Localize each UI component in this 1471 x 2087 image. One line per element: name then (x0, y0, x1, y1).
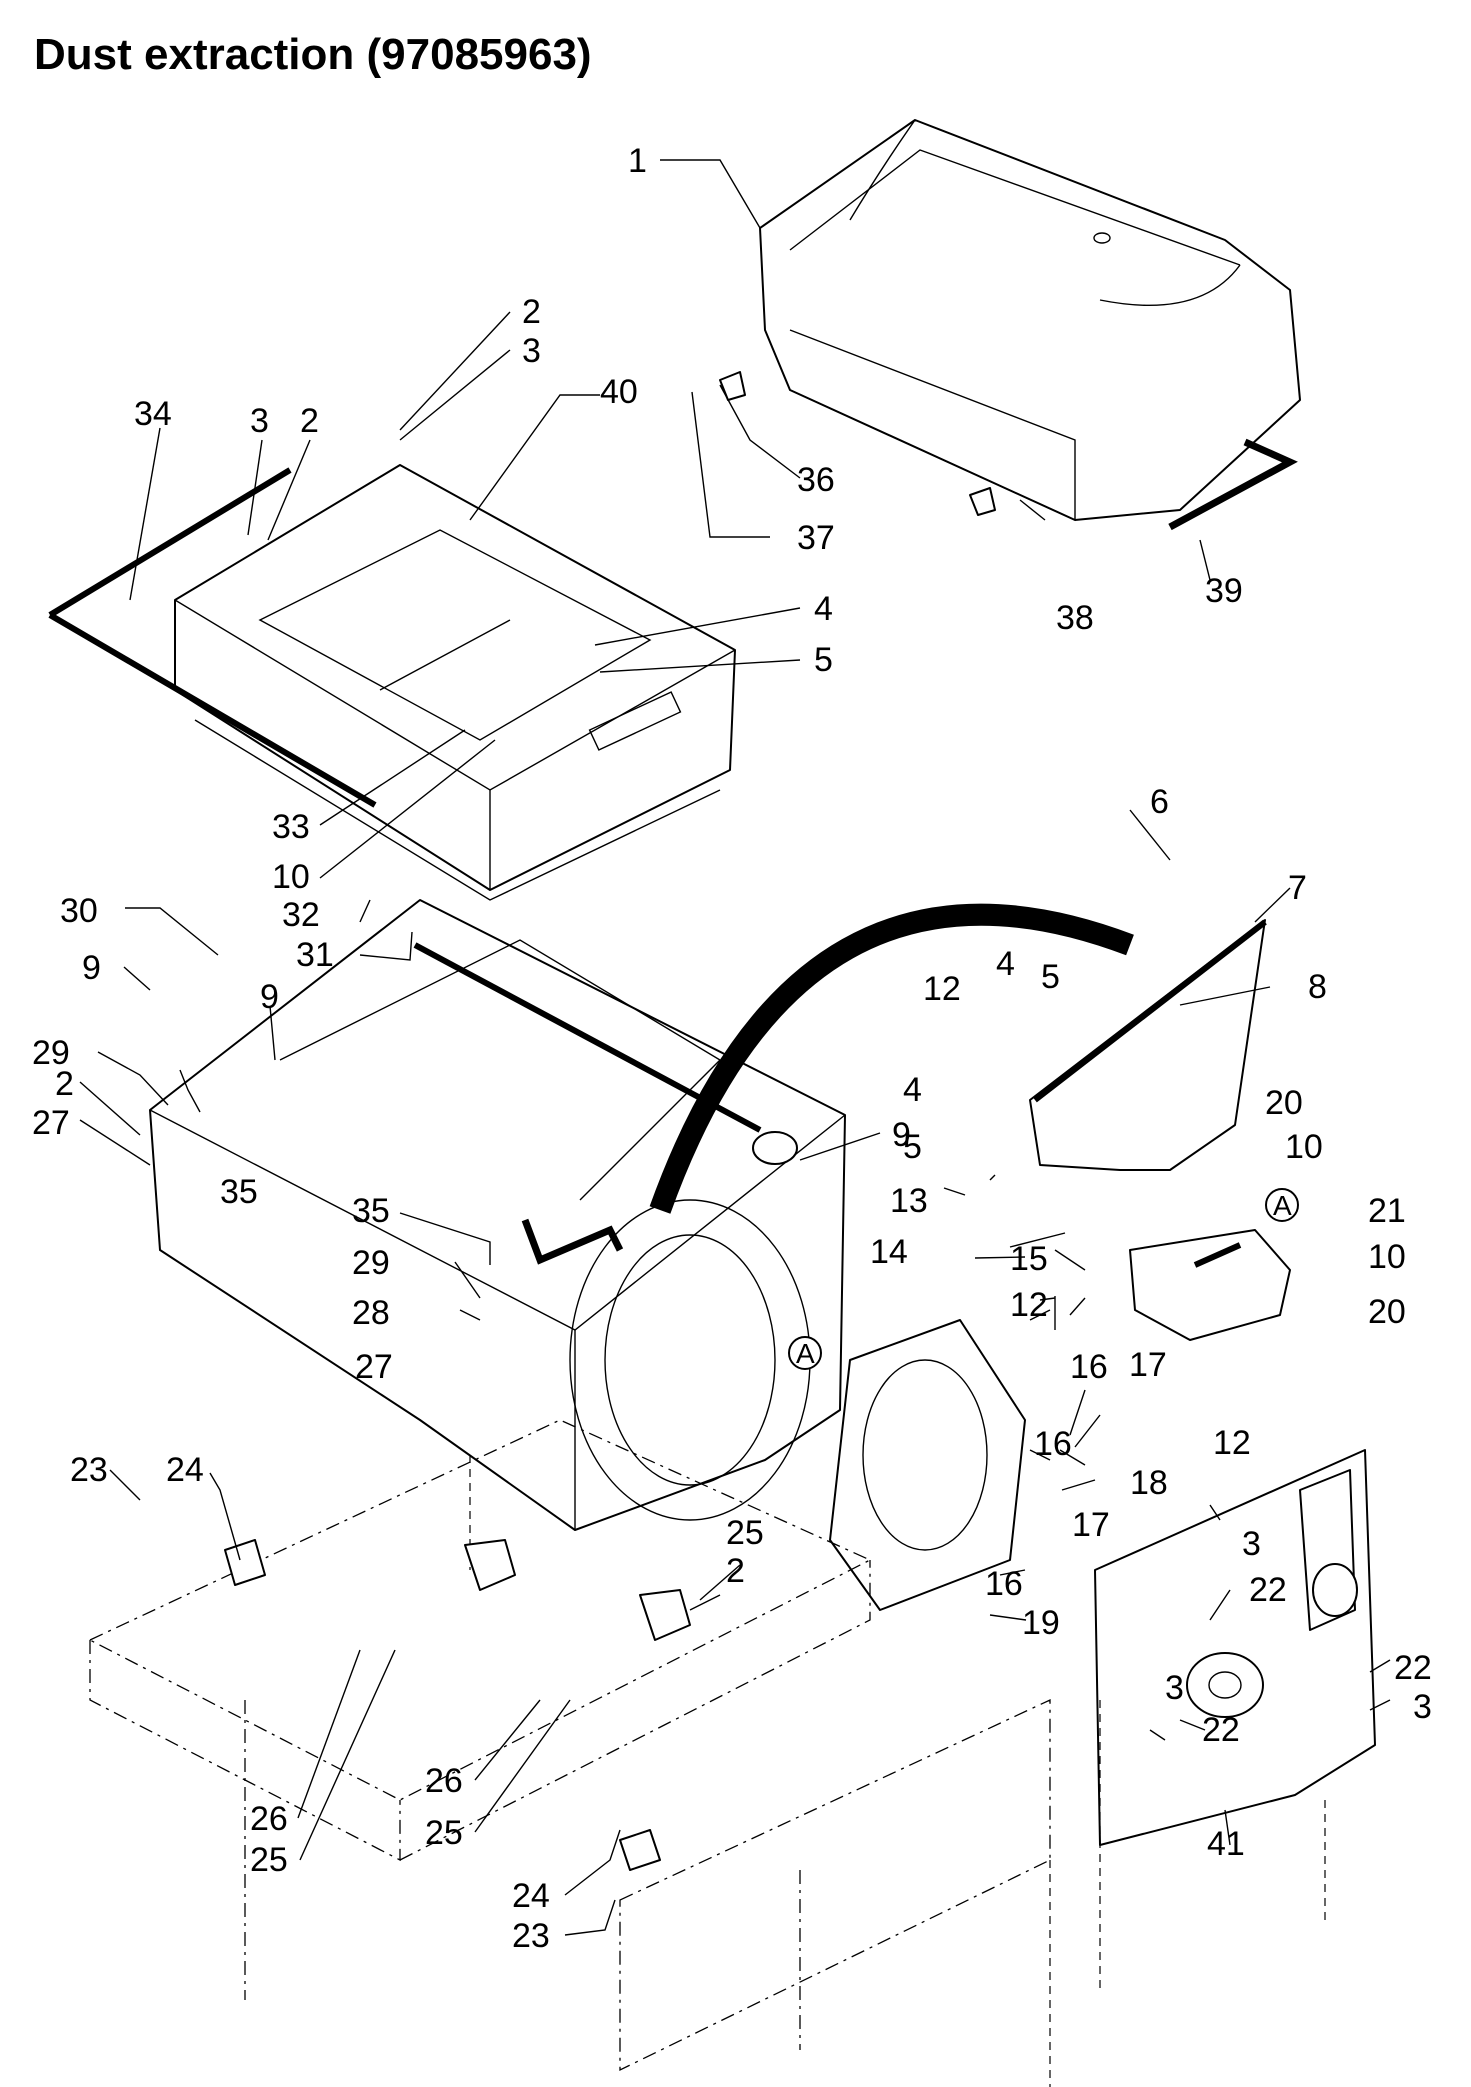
callout-label: 5 (814, 641, 833, 679)
flange-15-drawing (829, 1319, 1026, 1611)
callout-label: 22 (1249, 1571, 1287, 1609)
callout-label: 4 (814, 590, 833, 628)
callout-label: 3 (250, 402, 269, 440)
nut-25-drawing (464, 1539, 691, 1641)
upper-housing-drawing (48, 464, 736, 901)
section-marker-label: A (796, 1338, 815, 1369)
callout-label: 23 (512, 1917, 550, 1955)
callout-label: 5 (903, 1128, 922, 1166)
callout-label: 26 (425, 1762, 463, 1800)
section-marker-A: A (1265, 1188, 1299, 1222)
callout-label: 3 (1242, 1525, 1261, 1563)
callout-label: 22 (1202, 1711, 1240, 1749)
callout-label: 10 (1368, 1238, 1406, 1276)
callout-label: 41 (1207, 1825, 1245, 1863)
callout-label: 16 (985, 1565, 1023, 1603)
callout-label: 2 (726, 1552, 745, 1590)
leader-lines (79, 159, 1391, 1936)
callout-label: 12 (1010, 1286, 1048, 1324)
strip-39-drawing (1168, 438, 1298, 531)
guard-21-drawing (1129, 1229, 1291, 1341)
callout-label: 4 (903, 1071, 922, 1109)
callout-label: 10 (1285, 1128, 1323, 1166)
callout-label: 5 (1041, 958, 1060, 996)
callout-label: 8 (1308, 968, 1327, 1006)
callout-label: 24 (166, 1451, 204, 1489)
callout-label: 26 (250, 1800, 288, 1838)
callouts: 1 2 3 34 3 2 40 36 37 38 39 4 5 33 10 6 … (32, 142, 1432, 1955)
callout-label: 6 (1150, 783, 1169, 821)
callout-label: 27 (355, 1348, 393, 1386)
callout-label: 37 (797, 519, 835, 557)
callout-label: 24 (512, 1877, 550, 1915)
blower-housing-drawing (149, 899, 846, 1531)
callout-label: 35 (220, 1173, 258, 1211)
bracket-24-drawing (224, 1539, 661, 1871)
callout-label: 25 (250, 1841, 288, 1879)
callout-label: 32 (282, 896, 320, 934)
callout-label: 3 (1413, 1688, 1432, 1726)
dust-box-drawing (719, 119, 1301, 522)
callout-label: 4 (996, 945, 1015, 983)
callout-label: 19 (1022, 1604, 1060, 1642)
callout-label: 17 (1129, 1346, 1167, 1384)
callout-label: 7 (1288, 869, 1307, 907)
callout-label: 2 (300, 402, 319, 440)
callout-label: 9 (892, 1116, 911, 1154)
callout-label: 33 (272, 808, 310, 846)
callout-label: 34 (134, 395, 172, 433)
callout-label: 9 (260, 978, 279, 1016)
callout-label: 35 (352, 1192, 390, 1230)
callout-label: 17 (1072, 1506, 1110, 1544)
callout-label: 14 (870, 1233, 908, 1271)
section-marker-A: A (788, 1336, 822, 1370)
callout-label: 39 (1205, 572, 1243, 610)
callout-label: 28 (352, 1294, 390, 1332)
section-marker-label: A (1273, 1190, 1292, 1221)
callout-label: 20 (1368, 1293, 1406, 1331)
callout-label: 23 (70, 1451, 108, 1489)
page-title: Dust extraction (97085963) (34, 30, 592, 79)
callout-label: 10 (272, 858, 310, 896)
callout-label: 16 (1070, 1348, 1108, 1386)
callout-label: 30 (60, 892, 98, 930)
callout-label: 9 (82, 949, 101, 987)
callout-label: 1 (628, 142, 647, 180)
callout-label: 31 (296, 936, 334, 974)
callout-label: 36 (797, 461, 835, 499)
callout-label: 13 (890, 1182, 928, 1220)
callout-label: 15 (1010, 1240, 1048, 1278)
callout-label: 21 (1368, 1192, 1406, 1230)
callout-label: 18 (1130, 1464, 1168, 1502)
callout-label: 3 (1165, 1669, 1184, 1707)
callout-label: 22 (1394, 1649, 1432, 1687)
hose-drawing (649, 903, 1134, 1214)
callout-label: 3 (522, 332, 541, 370)
callout-label: 38 (1056, 599, 1094, 637)
chassis-drawing (88, 1419, 1326, 2087)
callout-label: 29 (352, 1244, 390, 1282)
callout-label: 16 (1034, 1425, 1072, 1463)
callout-label: 40 (600, 373, 638, 411)
callout-label: 25 (425, 1814, 463, 1852)
callout-label: 29 (32, 1034, 70, 1072)
rear-plate-41-drawing (1094, 1449, 1376, 1846)
callout-label: 12 (1213, 1424, 1251, 1462)
callout-label: 25 (726, 1514, 764, 1552)
callout-label: 12 (923, 970, 961, 1008)
callout-label: 27 (32, 1104, 70, 1142)
side-plate-drawing (1029, 919, 1267, 1171)
callout-label: 2 (522, 293, 541, 331)
callout-label: 2 (55, 1065, 74, 1103)
callout-label: 20 (1265, 1084, 1303, 1122)
